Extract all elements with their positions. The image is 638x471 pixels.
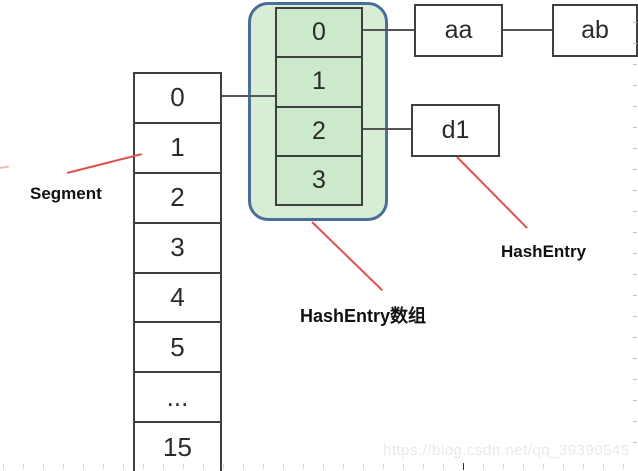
ruler-tick xyxy=(63,464,64,469)
ruler-tick xyxy=(443,464,444,469)
hashentry-array-label: HashEntry数组 xyxy=(300,306,427,326)
hashentry-cell: 2 xyxy=(277,108,361,157)
hashentry-cell: 3 xyxy=(312,165,326,194)
hashentry-cell: 1 xyxy=(277,58,361,108)
ruler-tick xyxy=(633,64,637,65)
connector-cell2-to-d1 xyxy=(363,128,411,130)
ruler-tick xyxy=(403,464,404,469)
ruler-tick xyxy=(633,253,637,254)
segment-cell: 1 xyxy=(135,124,220,174)
ruler-tick xyxy=(633,379,637,380)
ruler-tick xyxy=(633,85,637,86)
connector-segment0-to-array xyxy=(222,95,275,97)
red-annotation-line-hashentry xyxy=(456,156,528,229)
ruler-tick xyxy=(633,22,637,23)
ruler-tick xyxy=(203,464,204,469)
ruler-tick xyxy=(503,464,504,469)
ruler-tick xyxy=(223,464,224,469)
ruler-tick xyxy=(263,464,264,469)
red-annotation-line-segment xyxy=(66,153,142,174)
ruler-tick xyxy=(463,463,464,470)
ruler-tick xyxy=(563,464,564,469)
ruler-tick xyxy=(3,464,4,469)
node-aa: aa xyxy=(414,4,503,57)
ruler-tick xyxy=(543,464,544,469)
ruler-tick xyxy=(603,464,604,469)
ruler-tick xyxy=(423,464,424,469)
ruler-tick xyxy=(633,169,637,170)
ruler-tick xyxy=(633,274,637,275)
ruler-tick xyxy=(363,464,364,469)
segment-cell: 3 xyxy=(135,224,220,274)
ruler-tick xyxy=(633,211,637,212)
ruler-tick xyxy=(323,464,324,469)
ruler-tick xyxy=(23,464,24,469)
connector-cell0-to-aa xyxy=(363,29,414,31)
segment-cell: 0 xyxy=(135,74,220,124)
ruler-tick xyxy=(633,358,637,359)
ruler-tick xyxy=(183,464,184,469)
hashentry-label: HashEntry xyxy=(501,242,587,261)
segment-cell: ... xyxy=(135,373,220,424)
segment-cell: 4 xyxy=(135,274,220,324)
ruler-tick xyxy=(523,464,524,469)
connector-aa-to-ab xyxy=(503,29,552,31)
red-annotation-line-hashentry-array xyxy=(311,221,383,292)
segment-cell: 15 xyxy=(163,431,192,462)
watermark-text: https://blog.csdn.net/qq_39390545 xyxy=(383,442,630,459)
ruler-tick xyxy=(343,464,344,469)
ruler-tick xyxy=(123,464,124,469)
ruler-tick xyxy=(633,316,637,317)
ruler-tick xyxy=(483,464,484,469)
ruler-tick xyxy=(103,464,104,469)
ruler-tick xyxy=(633,442,637,443)
ruler-tick xyxy=(283,464,284,469)
node-ab: ab xyxy=(552,4,638,57)
ruler-tick xyxy=(163,464,164,469)
segment-cell: 5 xyxy=(135,323,220,374)
ruler-tick xyxy=(383,464,384,469)
ruler-tick xyxy=(83,464,84,469)
ruler-tick xyxy=(633,400,637,401)
ruler-tick xyxy=(43,464,44,469)
red-annotation-edge-dash xyxy=(0,165,10,169)
segment-cell: 2 xyxy=(135,174,220,224)
ruler-tick xyxy=(623,464,624,469)
ruler-tick xyxy=(633,337,637,338)
ruler-tick xyxy=(633,43,637,44)
ruler-tick xyxy=(243,464,244,469)
ruler-tick xyxy=(633,232,637,233)
segment-label: Segment xyxy=(30,184,102,203)
ruler-tick xyxy=(633,421,637,422)
node-d1: d1 xyxy=(411,104,500,157)
ruler-tick xyxy=(633,190,637,191)
ruler-tick xyxy=(633,148,637,149)
ruler-tick xyxy=(143,464,144,469)
hashentry-cell: 0 xyxy=(277,9,361,59)
ruler-tick xyxy=(303,464,304,469)
ruler-tick xyxy=(633,127,637,128)
ruler-tick xyxy=(583,464,584,469)
ruler-tick xyxy=(633,295,637,296)
ruler-tick xyxy=(633,106,637,107)
